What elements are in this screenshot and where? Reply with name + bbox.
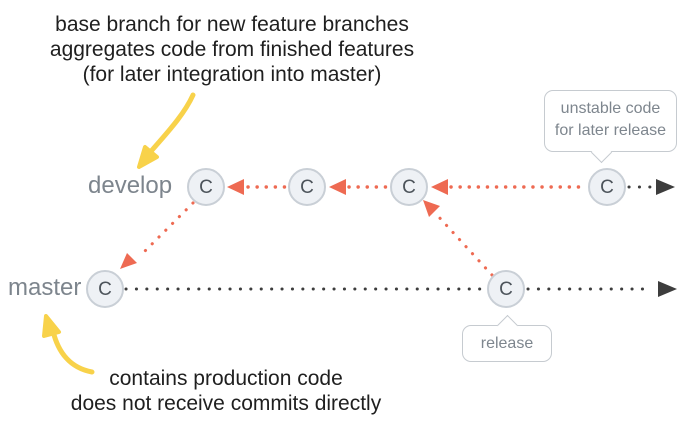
develop-branch-label: develop [88,172,173,199]
develop-annotation-line: aggregates code from finished features [49,38,415,61]
branch-to-master-dotted-line [138,201,195,258]
master-annotation-line: contains production code [109,367,343,390]
commit-label: C [499,278,513,300]
commit-node: C [187,168,225,206]
branch-to-master-arrowhead-icon [120,253,137,269]
release-tooltip: release [462,314,552,362]
release-to-develop-dotted-line [435,213,494,277]
flow-arrowhead-icons [656,179,677,297]
release-to-develop-arrowhead-icon [423,200,440,217]
commit-label: C [600,176,614,198]
commit-node: C [390,168,428,206]
master-annotation: contains production code does not receiv… [40,366,412,416]
master-annotation-line: does not receive commits directly [70,392,382,415]
commit-node: C [487,270,525,308]
commit-node: C [86,270,124,308]
develop-annotation-line: base branch for new feature branches [55,13,409,36]
master-branch-label: master [8,274,82,301]
commit-label: C [199,176,213,198]
unstable-code-tooltip-line: for later release [554,122,667,139]
commit-label: C [98,278,112,300]
develop-highlight-arrow-icon [137,92,196,169]
develop-annotation-line: (for later integration into master) [82,63,382,86]
commit-label: C [402,176,416,198]
unstable-code-tooltip: unstable code for later release [544,90,677,163]
commit-node: C [588,168,626,206]
merge-arrowhead-icons [227,179,448,195]
commit-node: C [288,168,326,206]
unstable-code-tooltip-line: unstable code [560,100,661,117]
timeline-dotted-lines [124,185,654,291]
release-tooltip-label: release [480,334,534,352]
master-highlight-arrow-icon [42,314,95,375]
commit-label: C [300,176,314,198]
develop-annotation: base branch for new feature branches agg… [28,12,436,87]
